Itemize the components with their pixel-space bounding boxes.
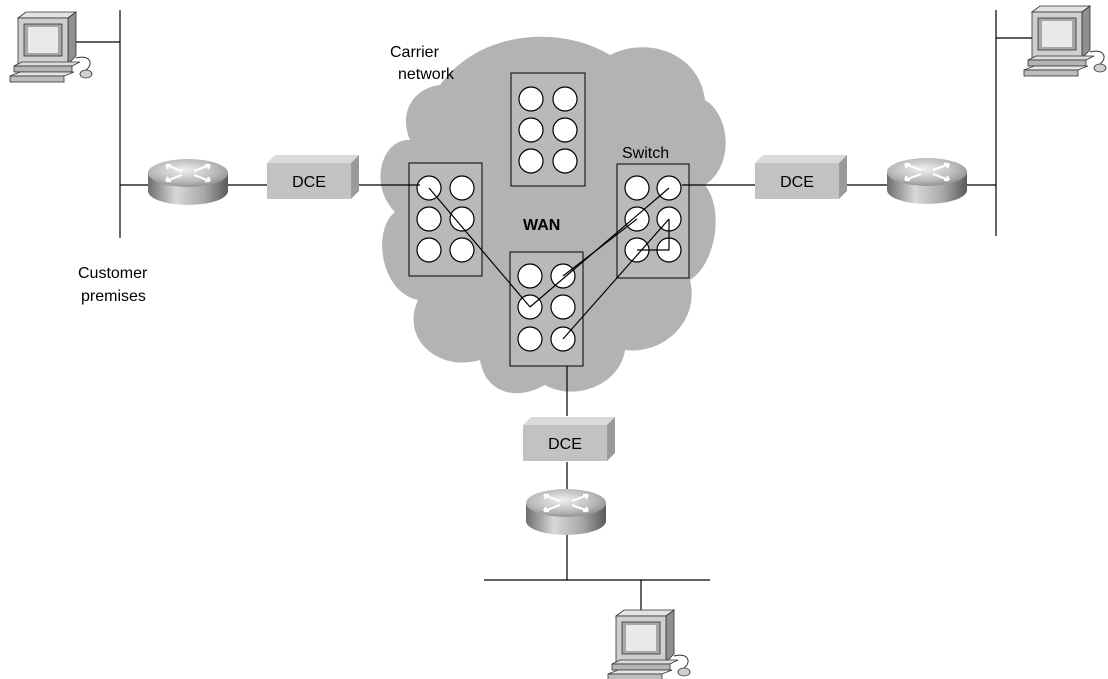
dce-left-label: DCE xyxy=(292,174,326,191)
switch-left xyxy=(408,162,483,277)
computer-icon xyxy=(9,11,93,83)
carrier-cloud xyxy=(380,36,726,394)
right-site xyxy=(682,5,1107,236)
dce-bottom-label: DCE xyxy=(548,436,582,453)
dce-right: DCE xyxy=(755,155,847,199)
customer-premises-line1: Customer xyxy=(78,265,148,282)
switch-right xyxy=(616,163,690,279)
bottom-site xyxy=(484,366,710,679)
router-icon xyxy=(146,157,230,207)
carrier-label-line2: network xyxy=(398,66,455,83)
switch-bottom xyxy=(509,251,584,367)
customer-premises-line2: premises xyxy=(81,288,146,305)
computer-icon xyxy=(1023,5,1107,77)
carrier-label-line1: Carrier xyxy=(390,44,440,61)
switch-label: Switch xyxy=(622,145,669,162)
left-site xyxy=(9,10,420,238)
computer-icon xyxy=(607,609,691,679)
dce-bottom: DCE xyxy=(523,417,615,461)
router-icon xyxy=(885,156,969,206)
dce-left: DCE xyxy=(267,155,359,199)
switch-top xyxy=(510,72,586,187)
router-icon xyxy=(524,487,608,537)
dce-right-label: DCE xyxy=(780,174,814,191)
wan-links xyxy=(428,187,670,340)
cloud-icon xyxy=(380,36,726,394)
wan-label: WAN xyxy=(523,217,560,234)
